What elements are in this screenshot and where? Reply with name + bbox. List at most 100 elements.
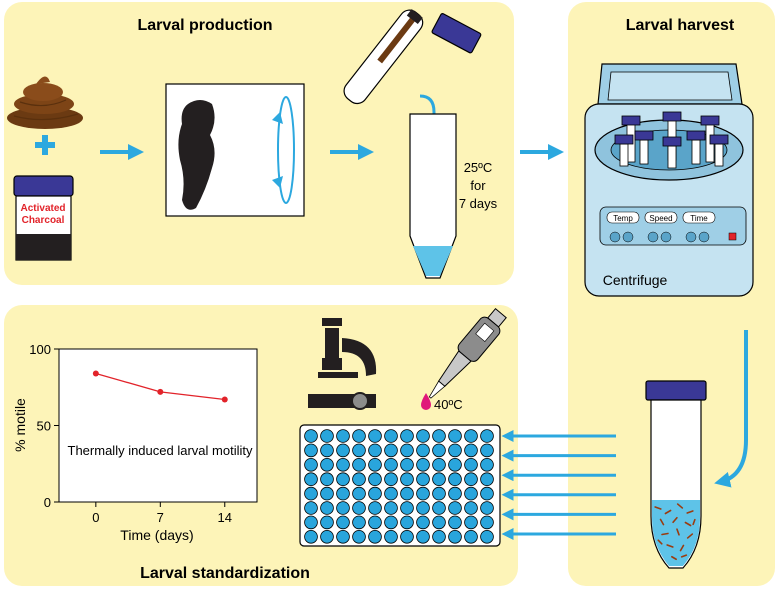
centrifuge-temp-label: Temp [613,214,633,223]
well [368,515,382,530]
standardization-title: Larval standardization [140,565,310,582]
well [432,515,446,530]
well [320,501,334,515]
incubation-temp: 25ºC [464,160,493,175]
larvae-tube [645,380,707,569]
larva [676,528,680,536]
harvest-title: Larval harvest [626,17,735,34]
incubation-for: for [470,178,486,193]
larva [686,510,694,514]
well [464,515,478,530]
x-tick-label: 14 [218,510,232,525]
well [480,529,494,544]
larva [654,506,662,510]
well [352,429,366,443]
decrease-speed-button[interactable] [660,231,672,243]
well [480,443,494,458]
stop-button[interactable] [728,232,737,241]
well [336,529,350,544]
larva [692,518,696,526]
culture-plate [165,83,305,217]
well [400,472,414,487]
centrifuge-speed-button[interactable] [644,211,678,224]
well [448,515,462,530]
well [480,486,494,501]
y-tick-label: 100 [29,342,51,357]
larva [659,518,665,526]
well [352,515,366,530]
well [480,457,494,472]
centrifuge-speed-label: Speed [649,214,672,223]
x-axis-label: Time (days) [120,527,193,543]
well [384,515,398,530]
larva [684,521,692,527]
well [384,486,398,501]
well [464,429,478,443]
well [400,443,414,458]
well [432,429,446,443]
increase-temp-button[interactable] [609,231,621,243]
arrow-centrifuge-to-tube [714,330,748,488]
well [368,457,382,472]
well [416,472,430,487]
drop-icon [421,393,431,410]
decrease-temp-button[interactable] [622,231,634,243]
well [448,457,462,472]
well [448,443,462,458]
centrifuge-temp-button[interactable] [606,211,640,224]
well [368,486,382,501]
well [352,457,366,472]
well [352,443,366,458]
well [416,429,430,443]
increase-speed-button[interactable] [647,231,659,243]
larva [666,544,674,548]
well [320,472,334,487]
well [432,443,446,458]
larva [680,554,688,558]
well [384,443,398,458]
well [352,501,366,515]
plate-arrows [501,430,616,540]
well [304,457,318,472]
well [352,529,366,544]
x-tick-label: 7 [157,510,164,525]
y-tick-label: 0 [44,495,51,510]
larva [672,516,678,524]
well [400,529,414,544]
production-title: Larval production [137,17,272,34]
centrifuge-time-button[interactable] [682,211,716,224]
well [304,443,318,458]
well [432,457,446,472]
rotor-caps [614,111,729,147]
chart-plot-area [58,348,258,503]
increase-time-button[interactable] [685,231,697,243]
well [448,486,462,501]
well [304,486,318,501]
microscope-icon [308,318,377,410]
well [400,515,414,530]
well [384,472,398,487]
well [448,472,462,487]
well [320,443,334,458]
larva [686,533,694,539]
well [400,486,414,501]
larva [676,503,684,509]
well [464,529,478,544]
well [416,501,430,515]
well [480,501,494,515]
well [384,501,398,515]
well [320,529,334,544]
well [416,515,430,530]
well [384,457,398,472]
well [336,443,350,458]
chart-annotation: Thermally induced larval motility [68,443,253,458]
well [384,429,398,443]
well [368,429,382,443]
y-axis-label: % motile [12,398,28,452]
well [464,457,478,472]
decrease-time-button[interactable] [698,231,710,243]
well [336,486,350,501]
well [320,429,334,443]
